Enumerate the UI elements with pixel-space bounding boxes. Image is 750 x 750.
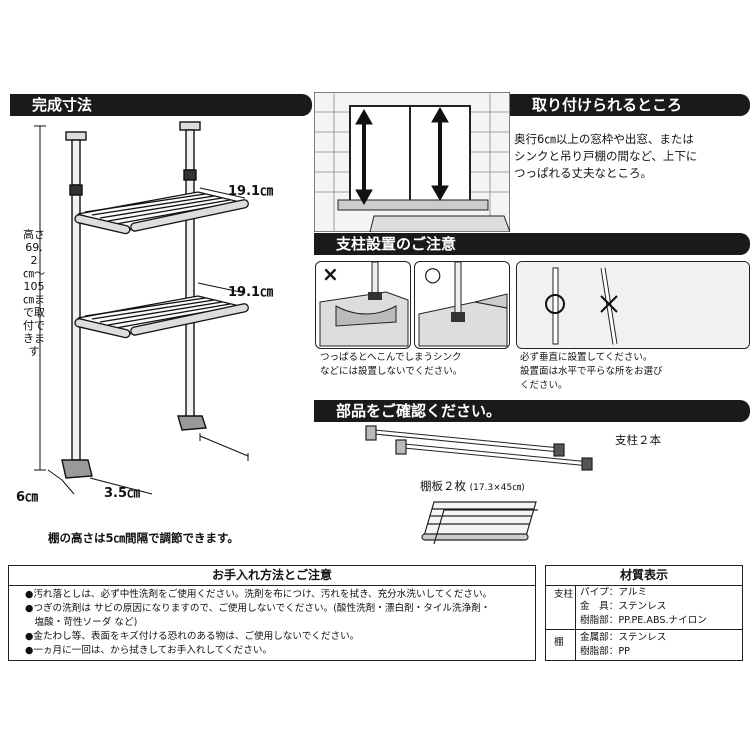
material-item: 金 具：ステンレス xyxy=(580,601,667,612)
mount-desc-line: つっぱれる丈夫なところ。 xyxy=(514,166,652,180)
shelf-parts-illustration xyxy=(421,501,538,545)
caption-line: つっぱるとへこんでしまうシンク xyxy=(320,352,462,363)
shelf-count-text: 棚板２枚 xyxy=(420,479,466,493)
material-item: 樹脂部：PP xyxy=(580,646,630,657)
materials-title: 材質表示 xyxy=(546,566,742,586)
sink-ng-panel xyxy=(315,261,411,349)
sink-ok-panel xyxy=(414,261,510,349)
pillar-parts-illustration xyxy=(365,425,593,471)
sink-ng-illustration xyxy=(319,262,409,347)
materials-pillar-row: 支柱 パイプ：アルミ 金 具：ステンレス 樹脂部：PP.PE.ABS.ナイロン xyxy=(546,586,742,630)
vertical-caution-caption: 必ず垂直に設置してください。 設置面は水平で平らな所をお選び ください。 xyxy=(520,351,663,393)
middle-shelf-width-label: 19.1㎝ xyxy=(228,285,274,300)
mount-header: 取り付けられるところ xyxy=(510,94,750,116)
caution-header: 支柱設置のご注意 xyxy=(314,233,750,255)
sink-caution-caption: つっぱるとへこんでしまうシンク などには設置しないでください。 xyxy=(320,351,462,379)
window-installation-illustration xyxy=(314,92,510,232)
vertical-install-panel xyxy=(516,261,750,349)
sink-ok-illustration xyxy=(418,262,508,347)
mount-desc-line: 奥行6㎝以上の窓枠や出窓、または xyxy=(514,132,694,146)
mount-desc-line: シンクと吊り戸棚の間など、上下に xyxy=(514,149,698,163)
shelf-count-label: 棚板２枚 (17.3×45㎝) xyxy=(420,478,525,497)
material-item: パイプ：アルミ xyxy=(580,587,648,598)
caption-line: 設置面は水平で平らな所をお選び xyxy=(520,366,663,377)
material-item: 樹脂部：PP.PE.ABS.ナイロン xyxy=(580,615,707,626)
base-depth-label: 6㎝ xyxy=(16,490,39,505)
dimensions-header: 完成寸法 xyxy=(10,94,312,116)
ok-mark: ○ xyxy=(424,262,442,286)
parts-title: 部品をご確認ください。 xyxy=(336,402,502,420)
height-range-label: 高さ69.2㎝〜105㎝まで取付できます xyxy=(23,228,45,358)
materials-pillar-list: パイプ：アルミ 金 具：ステンレス 樹脂部：PP.PE.ABS.ナイロン xyxy=(576,586,707,629)
care-item: ●一ヵ月に一回は、から拭きしてお手入れしてください。 xyxy=(25,645,273,656)
mount-description: 奥行6㎝以上の窓枠や出窓、または シンクと吊り戸棚の間など、上下に つっぱれる丈… xyxy=(514,131,697,182)
ng-mark: × xyxy=(322,262,339,286)
caption-line: 必ず垂直に設置してください。 xyxy=(520,352,653,363)
rack-dimension-diagram xyxy=(34,121,249,495)
shelf-adjust-note: 棚の高さは5㎝間隔で調節できます。 xyxy=(48,531,239,545)
material-item: 金属部：ステンレス xyxy=(580,632,667,643)
care-list: ●汚れ落としは、必ず中性洗剤をご使用ください。洗剤を布につけ、汚れを拭き、充分水… xyxy=(9,586,535,658)
care-title: お手入れ方法とご注意 xyxy=(9,566,535,586)
materials-box: 材質表示 支柱 パイプ：アルミ 金 具：ステンレス 樹脂部：PP.PE.ABS.… xyxy=(545,565,743,661)
care-item: ●汚れ落としは、必ず中性洗剤をご使用ください。洗剤を布につけ、汚れを拭き、充分水… xyxy=(25,589,493,600)
materials-shelf-head: 棚 xyxy=(546,630,576,660)
mount-title: 取り付けられるところ xyxy=(532,96,683,114)
materials-shelf-row: 棚 金属部：ステンレス 樹脂部：PP xyxy=(546,630,742,660)
shelf-size-text: (17.3×45㎝) xyxy=(469,483,525,493)
care-box: お手入れ方法とご注意 ●汚れ落としは、必ず中性洗剤をご使用ください。洗剤を布につ… xyxy=(8,565,536,661)
parts-header: 部品をご確認ください。 xyxy=(314,400,750,422)
materials-pillar-head: 支柱 xyxy=(546,586,576,629)
care-item: ●金たわし等、表面をキズ付ける恐れのある物は、ご使用しないでください。 xyxy=(25,631,360,642)
vertical-install-illustration xyxy=(517,262,749,348)
care-item: 塩酸・苛性ソーダ など) xyxy=(25,617,138,628)
top-shelf-width-label: 19.1㎝ xyxy=(228,184,274,199)
pillar-count-label: 支柱２本 xyxy=(615,433,661,447)
caption-line: などには設置しないでください。 xyxy=(320,366,463,377)
caption-line: ください。 xyxy=(520,380,568,391)
caution-title: 支柱設置のご注意 xyxy=(336,235,457,253)
care-item: ●つぎの洗剤は サビの原因になりますので、ご使用しないでください。(酸性洗剤・漂… xyxy=(25,603,491,614)
base-width-label: 3.5㎝ xyxy=(104,486,141,501)
dimensions-title: 完成寸法 xyxy=(32,96,93,114)
materials-shelf-list: 金属部：ステンレス 樹脂部：PP xyxy=(576,630,666,660)
